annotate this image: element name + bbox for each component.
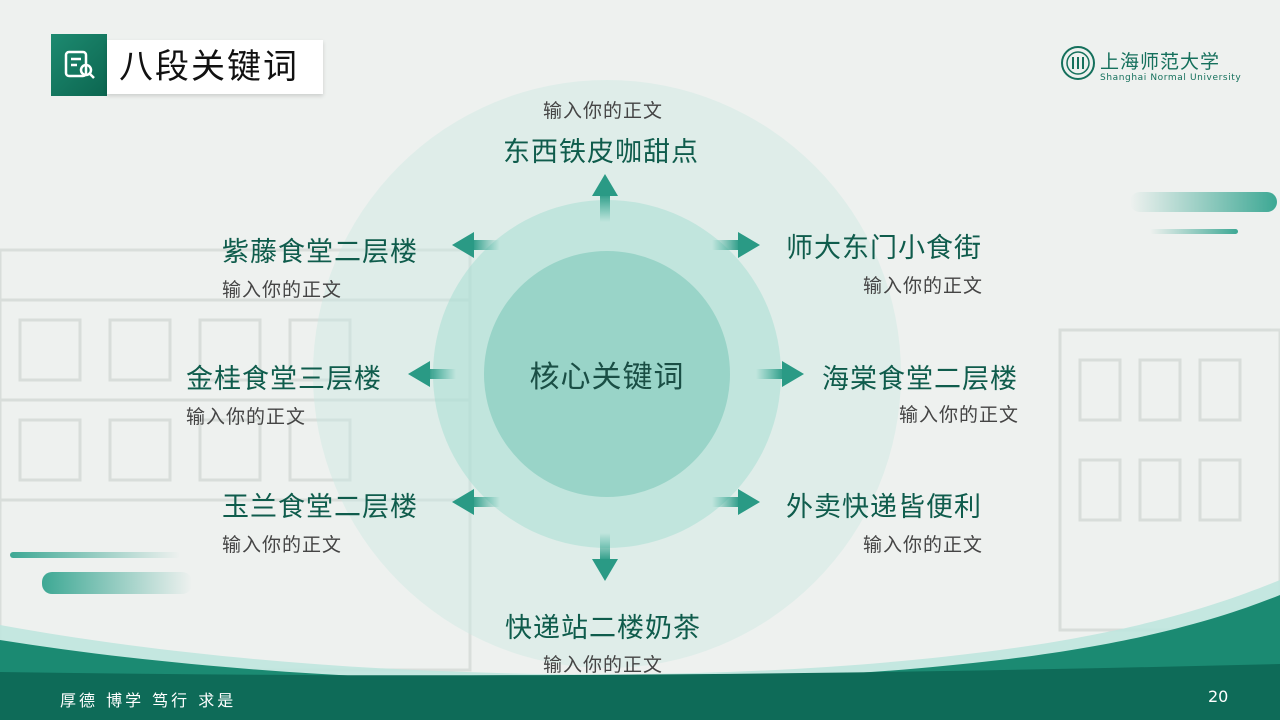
keyword-lower-left-title: 玉兰食堂二层楼 — [222, 492, 418, 523]
keyword-upper-left-title: 紫藤食堂二层楼 — [222, 237, 418, 268]
keyword-top-title: 东西铁皮咖甜点 — [503, 137, 699, 168]
keyword-lower-right-title: 外卖快递皆便利 — [786, 492, 982, 523]
decorative-bar — [42, 572, 192, 594]
keyword-lower-left-text: 输入你的正文 — [222, 534, 343, 556]
decorative-bar — [1150, 229, 1238, 234]
keyword-bottom-title: 快递站二楼奶茶 — [505, 613, 701, 644]
keyword-lower-right-text: 输入你的正文 — [863, 534, 984, 556]
decorative-bar — [10, 552, 180, 558]
keyword-upper-left-text: 输入你的正文 — [222, 279, 343, 301]
keyword-top-text: 输入你的正文 — [543, 100, 664, 122]
footer-wave — [0, 580, 1280, 720]
page-title: 八段关键词 — [107, 40, 323, 94]
search-document-icon — [51, 34, 107, 96]
keyword-upper-right-title: 师大东门小食街 — [786, 233, 982, 264]
center-keyword: 核心关键词 — [529, 360, 685, 395]
keyword-mid-left-title: 金桂食堂三层楼 — [186, 364, 382, 395]
university-seal-icon — [1061, 46, 1095, 80]
keyword-mid-right-title: 海棠食堂二层楼 — [822, 364, 1018, 395]
keyword-mid-right-text: 输入你的正文 — [899, 404, 1020, 426]
university-name: 上海师范大学 — [1100, 51, 1221, 73]
university-logo: 上海师范大学 Shanghai Normal University — [1060, 45, 1241, 85]
page-number: 20 — [1208, 687, 1229, 706]
core-circle — [484, 251, 730, 497]
footer-motto: 厚德 博学 笃行 求是 — [60, 691, 237, 710]
university-name-en: Shanghai Normal University — [1100, 73, 1242, 83]
decorative-bar — [1130, 192, 1277, 212]
keyword-bottom-text: 输入你的正文 — [543, 654, 664, 676]
keyword-mid-left-text: 输入你的正文 — [186, 406, 307, 428]
keyword-upper-right-text: 输入你的正文 — [863, 275, 984, 297]
